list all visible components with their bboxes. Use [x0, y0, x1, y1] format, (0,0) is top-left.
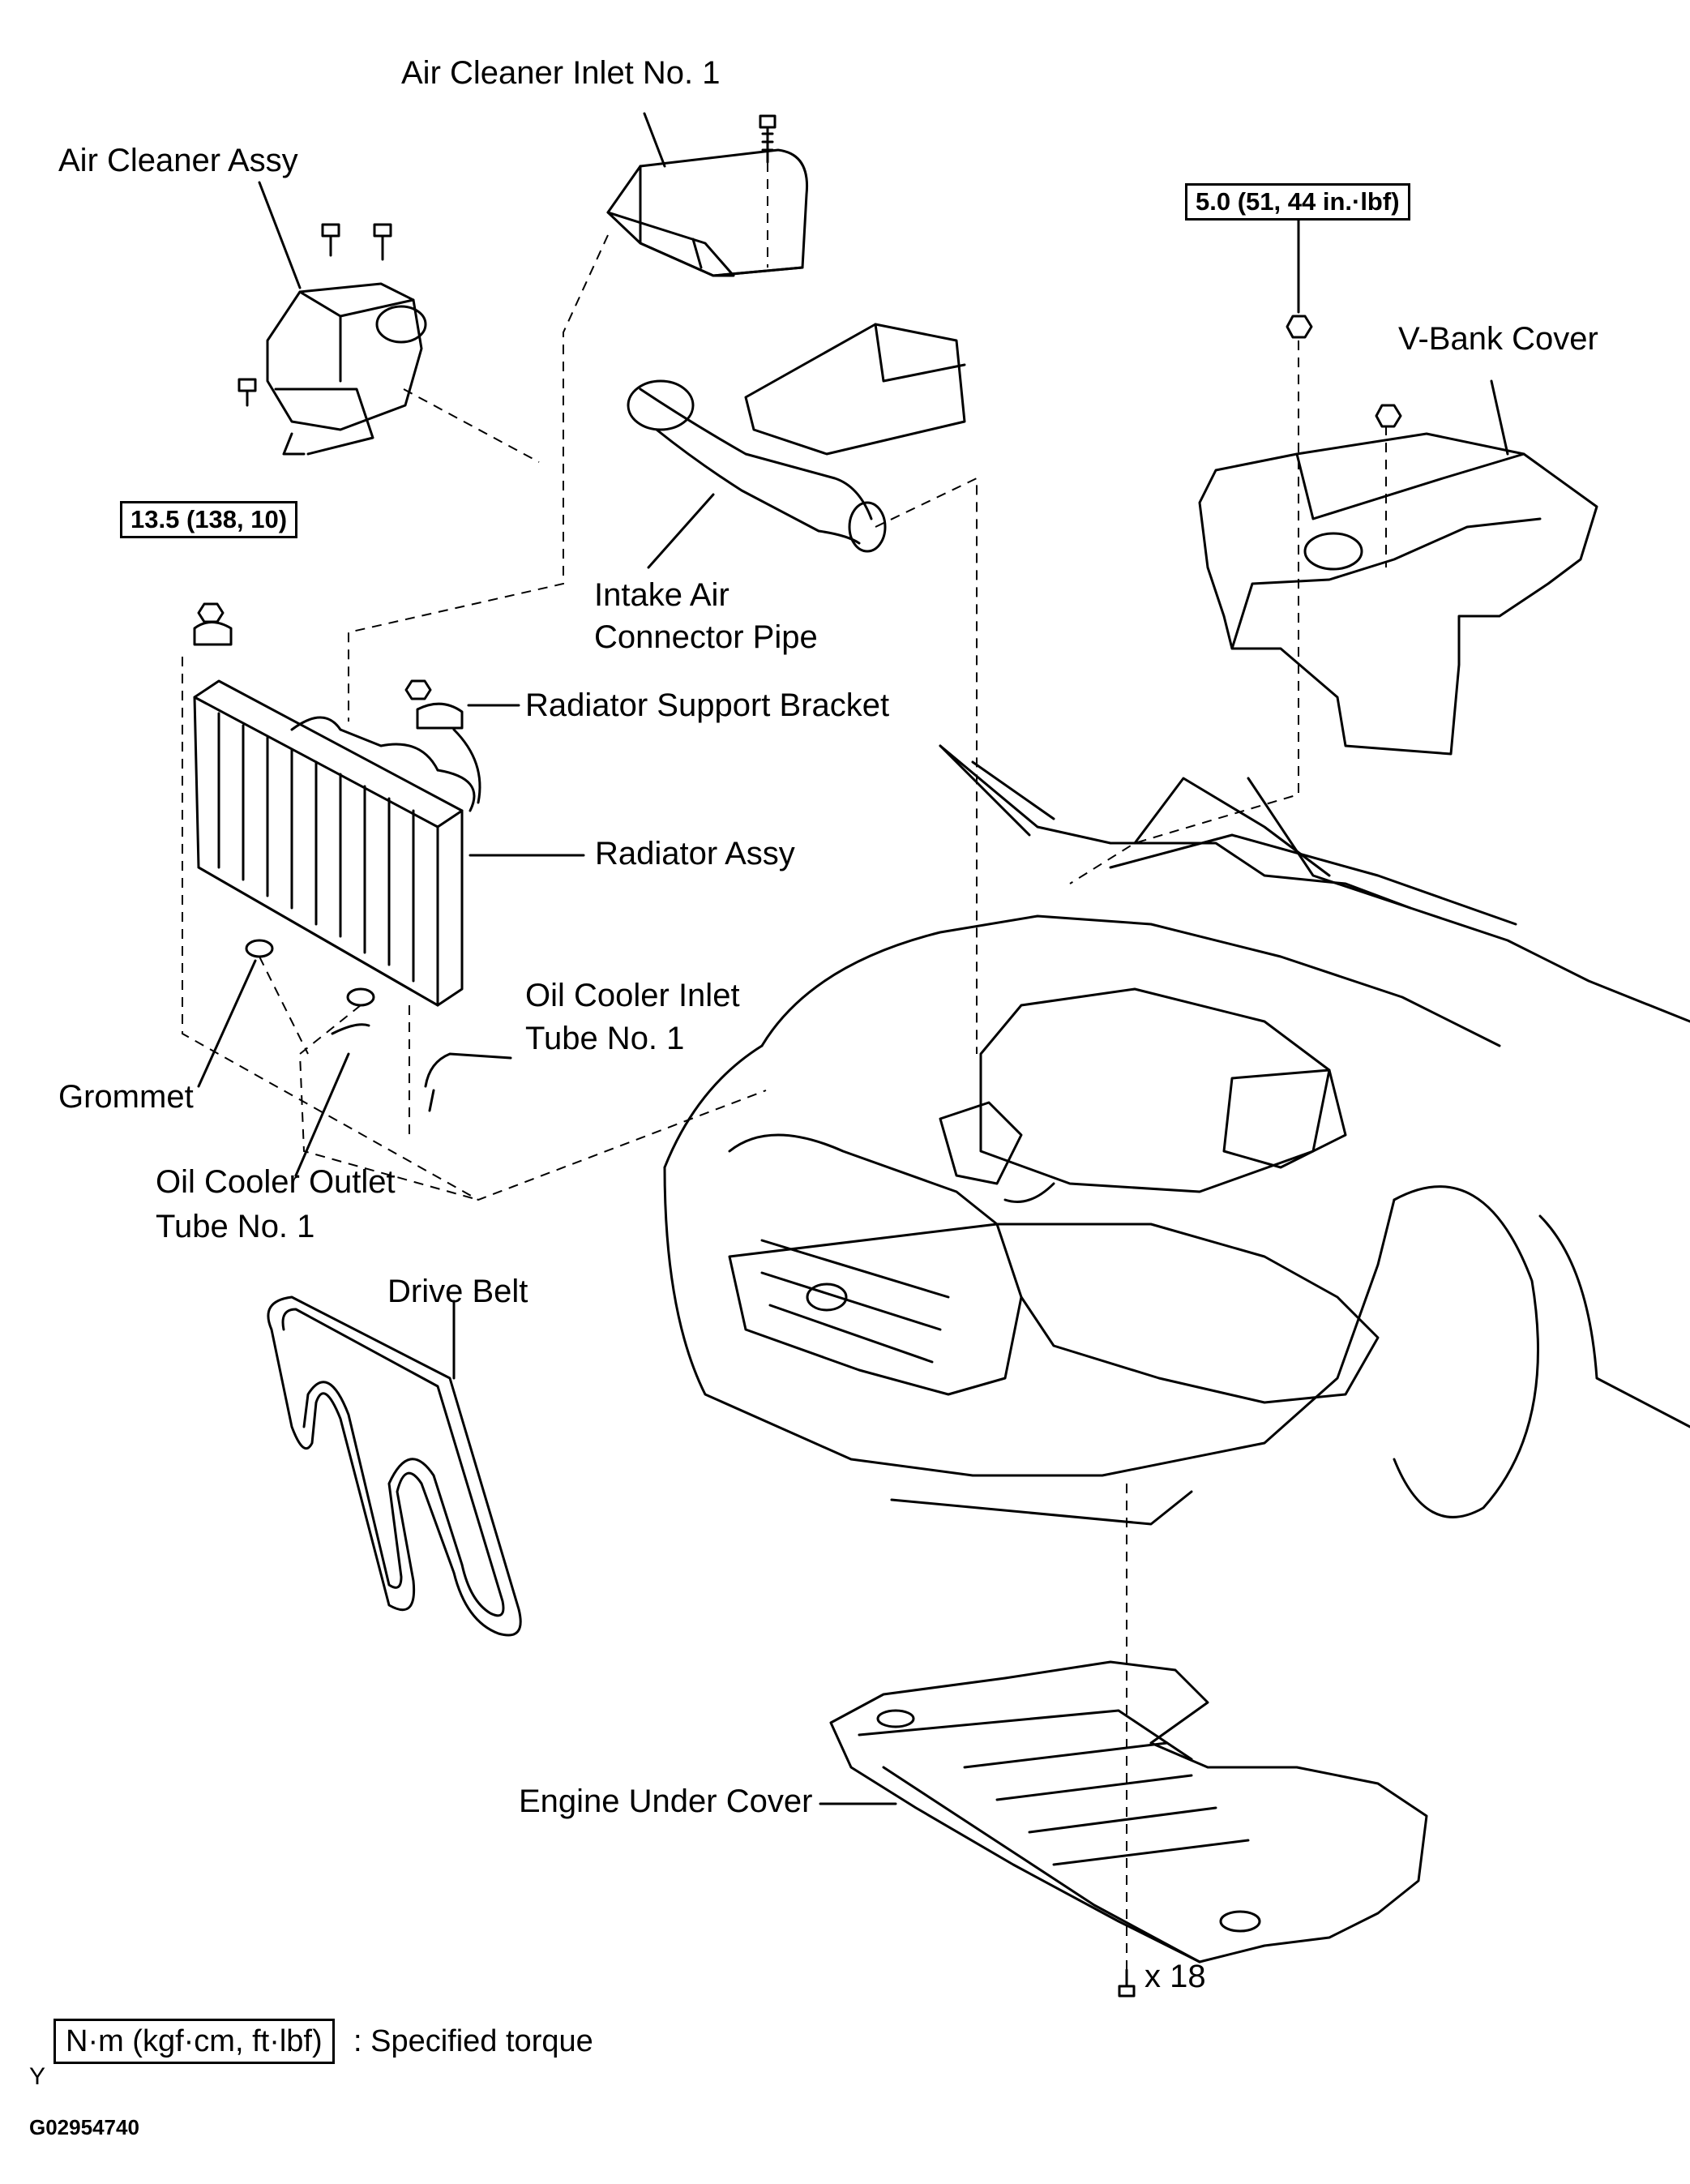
under-cover-bolt: [1118, 1968, 1136, 1998]
label-grommet: Grommet: [58, 1079, 194, 1115]
engine-under-cover-part: [829, 1660, 1428, 1963]
torque-v-bank-cover: 5.0 (51, 44 in.·lbf): [1185, 183, 1410, 221]
label-v-bank-cover: V-Bank Cover: [1398, 321, 1598, 357]
legend-corner-mark: Y: [29, 2063, 46, 2090]
label-bolt-count: x 18: [1144, 1959, 1206, 1994]
label-engine-under-cover: Engine Under Cover: [519, 1784, 813, 1819]
label-oil-cooler-inlet-tube: Tube No. 1: [525, 1021, 685, 1056]
label-radiator-assy: Radiator Assy: [595, 836, 795, 871]
torque-radiator-bracket: 13.5 (138, 10): [120, 501, 298, 538]
label-oil-cooler-outlet: Oil Cooler Outlet: [156, 1164, 396, 1200]
car-body: [663, 744, 1690, 1526]
air-cleaner-inlet-part: [606, 148, 809, 277]
air-cleaner-assy-part: [266, 282, 427, 456]
legend-torque-box: N·m (kgf·cm, ft·lbf): [53, 2019, 335, 2064]
label-radiator-support-bracket: Radiator Support Bracket: [525, 687, 890, 723]
label-air-cleaner-inlet: Air Cleaner Inlet No. 1: [401, 55, 721, 91]
label-oil-cooler-inlet: Oil Cooler Inlet: [525, 978, 740, 1013]
radiator-bracket-right: [404, 679, 481, 804]
figure-id: G02954740: [29, 2115, 139, 2139]
legend-text: : Specified torque: [353, 2024, 593, 2058]
drive-belt-part: [267, 1295, 522, 1637]
v-bank-cover-part: [1198, 432, 1598, 756]
label-air-cleaner-assy: Air Cleaner Assy: [58, 143, 298, 178]
air-cleaner-bolts: [237, 223, 392, 407]
radiator-assy-part: [193, 679, 476, 1007]
label-intake-air: Intake Air: [594, 577, 729, 613]
v-bank-nuts: [1286, 315, 1402, 428]
label-oil-cooler-outlet-tube: Tube No. 1: [156, 1209, 315, 1244]
radiator-bracket-left: [193, 602, 233, 646]
intake-connector-pipe-part: [627, 323, 966, 553]
label-drive-belt: Drive Belt: [387, 1274, 528, 1309]
inlet-bolt: [759, 114, 777, 164]
label-connector-pipe: Connector Pipe: [594, 619, 818, 655]
